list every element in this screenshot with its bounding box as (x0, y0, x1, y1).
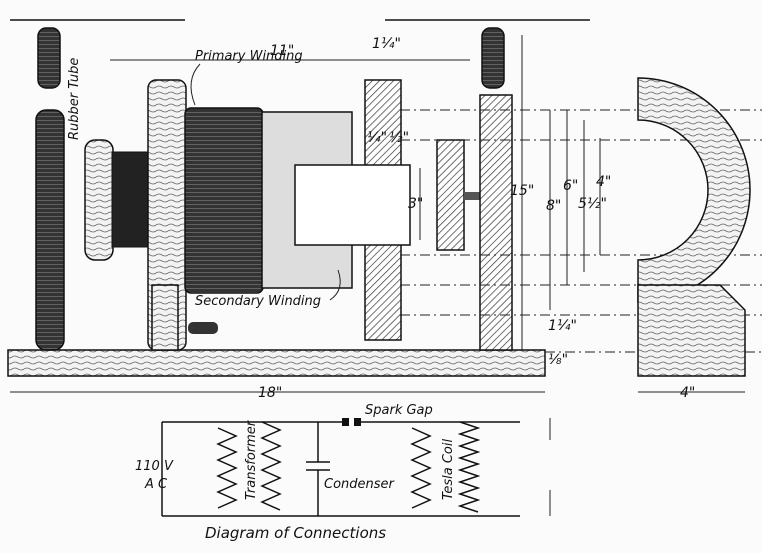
tesla-primary (410, 427, 432, 509)
right-insulator-post (479, 94, 513, 351)
end-plate (84, 139, 114, 261)
current-label: A C (144, 477, 168, 492)
rubber-tube-label: Rubber Tube (67, 58, 82, 140)
dim-4-label: 4" (596, 174, 611, 190)
dim-11-label: 11" (270, 43, 294, 59)
base-board (7, 349, 546, 377)
dim-15-label: 15" (510, 183, 534, 199)
bore-cutaway (294, 164, 411, 246)
right-insulator-top (481, 27, 505, 89)
connection-diagram: Spark Gap 110 V A C Transformer Condense… (135, 403, 551, 542)
left-insulator-post (35, 109, 65, 351)
dim-6-label: 6" (563, 178, 578, 194)
condenser-label: Condenser (324, 477, 396, 492)
support-post (151, 284, 179, 351)
diagram-title: Diagram of Connections (205, 524, 386, 542)
dim-5-half-label: 5½" (578, 196, 607, 212)
transformer-primary (216, 427, 238, 509)
terminal-screw (188, 322, 218, 334)
end-view-base (637, 284, 746, 377)
dim-8-label: 8" (546, 198, 561, 214)
secondary-winding-label: Secondary Winding (195, 294, 321, 309)
spark-gap-label: Spark Gap (365, 403, 433, 418)
dim-base-label: ⅛" (548, 352, 568, 368)
left-insulator-top (37, 27, 61, 89)
tesla-secondary (457, 421, 481, 513)
voltage-label: 110 V (135, 459, 174, 474)
tesla-coil-label: Tesla Coil (441, 439, 456, 500)
bore-3-label: 3" (408, 196, 423, 212)
transformer-label: Transformer (244, 419, 259, 500)
spark-gap-left (342, 418, 349, 426)
primary-winding (184, 107, 264, 294)
secondary-leader-line (329, 269, 341, 301)
dim-1-quarter-label: 1¼" (372, 36, 401, 52)
quarter-label: ¼" (367, 130, 387, 146)
transformer-secondary (260, 421, 282, 511)
connector-rod (464, 192, 494, 200)
dim-gap-label: 1¼" (548, 318, 577, 334)
core (111, 151, 153, 248)
dim-18-label: 18" (258, 385, 282, 401)
spark-gap-right (354, 418, 361, 426)
cap-section (436, 139, 465, 251)
primary-leader-line (190, 63, 201, 106)
end-view-ring (637, 77, 751, 303)
half-label: ½" (389, 130, 409, 146)
end-4-label: 4" (680, 385, 695, 401)
